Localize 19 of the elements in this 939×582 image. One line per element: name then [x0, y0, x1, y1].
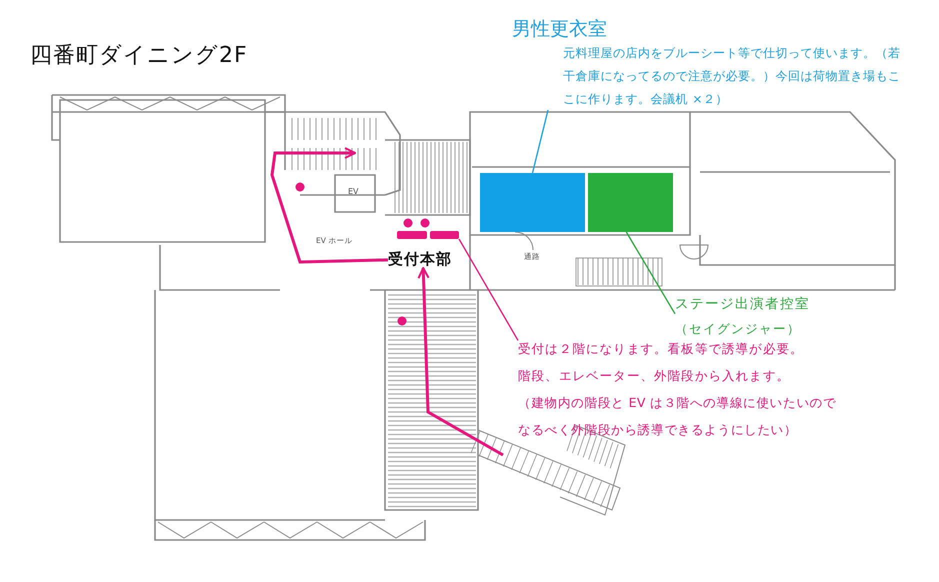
note-text: 元料理屋の店内をブルーシート等で仕切って使います。（若干倉庫になってるので注意が必要。）今回は荷物置き場もここに作ります。会議机 ×２）: [563, 45, 902, 108]
note-text: 受付は２階になります。看板等で誘導が必要。: [518, 340, 805, 358]
room-heading: 男性更衣室: [512, 17, 607, 42]
note-text: 階段、エレベーター、外階段から入れます。: [518, 367, 791, 385]
room-heading: ステージ出演者控室: [675, 295, 811, 314]
room-area: [480, 173, 585, 232]
leader-line: [458, 238, 519, 341]
route-arrow: [418, 267, 504, 456]
route-arrow: [270, 147, 388, 264]
leader-line: [626, 232, 676, 314]
room-subtitle: （セイグンジャー）: [675, 320, 802, 338]
room-label: EV: [348, 188, 359, 196]
note-text: （建物内の階段と EV は３階への導線に使いたいのでなるべく外階段から誘導できるようにしたい）: [518, 394, 838, 439]
desk-bar: [397, 231, 427, 239]
desk-label: 受付本部: [388, 250, 452, 268]
title: 四番町ダイニング2F: [30, 42, 248, 70]
leader-line: [532, 110, 549, 174]
room-area: [588, 173, 673, 232]
desk-bar: [430, 231, 459, 239]
